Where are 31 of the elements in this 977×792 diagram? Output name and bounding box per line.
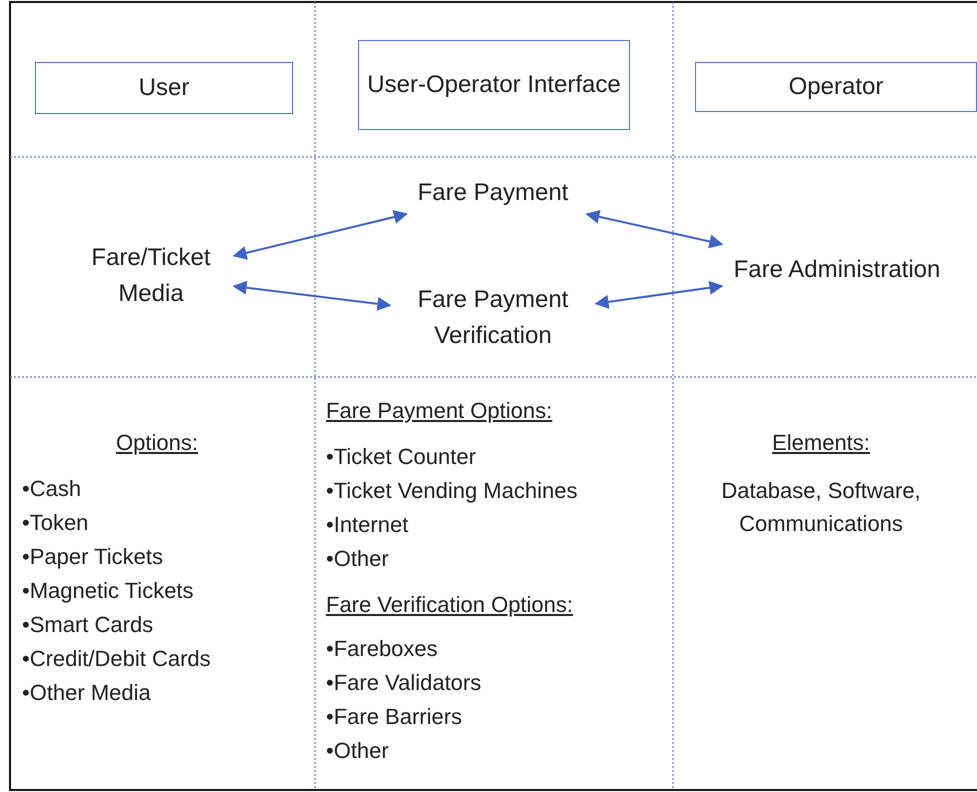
list-item: •Ticket Counter bbox=[326, 444, 476, 470]
list-item: •Fare Barriers bbox=[326, 704, 462, 730]
list-item: •Paper Tickets bbox=[22, 544, 163, 570]
concept-text: Fare/Ticket Media bbox=[68, 236, 234, 316]
section-heading: Fare Verification Options: bbox=[326, 592, 574, 618]
concept-text: Fare Administration bbox=[722, 232, 952, 308]
list-item: •Credit/Debit Cards bbox=[22, 646, 211, 672]
list-item: •Other bbox=[326, 546, 389, 572]
concept-text: Fare Payment bbox=[392, 172, 594, 214]
list-item: •Smart Cards bbox=[22, 612, 154, 638]
list-item: •Ticket Vending Machines bbox=[326, 478, 578, 504]
section-heading: Options: bbox=[116, 430, 198, 456]
double-arrow bbox=[232, 280, 392, 311]
header-box: Operator bbox=[695, 62, 977, 112]
header-box: User-Operator Interface bbox=[358, 40, 630, 130]
concept-text: Fare Payment Verification bbox=[390, 280, 596, 356]
list-item: •Cash bbox=[22, 476, 82, 502]
double-arrow bbox=[585, 210, 724, 248]
list-item: •Other bbox=[326, 738, 389, 764]
list-item: •Other Media bbox=[22, 680, 151, 706]
section-heading: Elements: bbox=[772, 430, 870, 456]
list-item: •Fareboxes bbox=[326, 636, 438, 662]
double-arrow bbox=[232, 210, 408, 260]
list-item: •Token bbox=[22, 510, 88, 536]
list-item: •Magnetic Tickets bbox=[22, 578, 194, 604]
section-heading: Fare Payment Options: bbox=[326, 398, 552, 424]
list-text: Database, Software, Communications bbox=[720, 477, 922, 538]
list-item: •Internet bbox=[326, 512, 408, 538]
header-box: User bbox=[35, 62, 293, 114]
list-item: •Fare Validators bbox=[326, 670, 482, 696]
double-arrow bbox=[594, 280, 724, 309]
